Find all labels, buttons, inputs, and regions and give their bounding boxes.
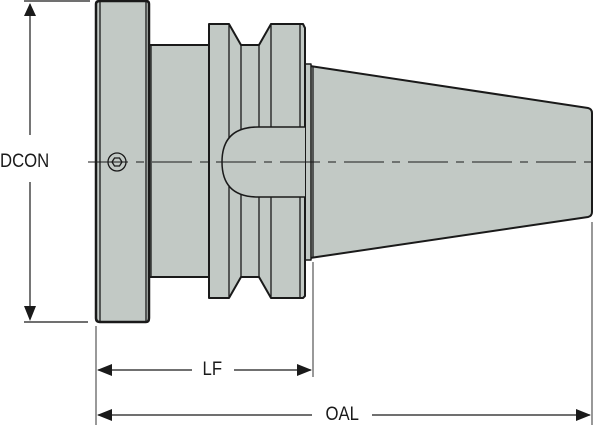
tool-holder-body <box>94 0 593 324</box>
arrow-left-icon <box>97 364 112 376</box>
arrow-down-icon <box>24 306 36 321</box>
dcon-label: DCON <box>0 151 50 172</box>
oal-dimension <box>97 409 591 421</box>
arrow-up-icon <box>24 3 36 16</box>
body-cylinder <box>147 44 213 278</box>
oal-label: OAL <box>322 405 363 425</box>
arrow-right-icon <box>297 364 312 376</box>
dcon-dimension <box>24 0 90 323</box>
arrow-left-icon <box>97 409 112 421</box>
arrow-right-icon <box>576 409 591 421</box>
extension-lines <box>95 222 593 425</box>
lf-label: LF <box>199 360 226 380</box>
lf-dimension <box>97 364 312 376</box>
taper-shank <box>309 65 593 259</box>
